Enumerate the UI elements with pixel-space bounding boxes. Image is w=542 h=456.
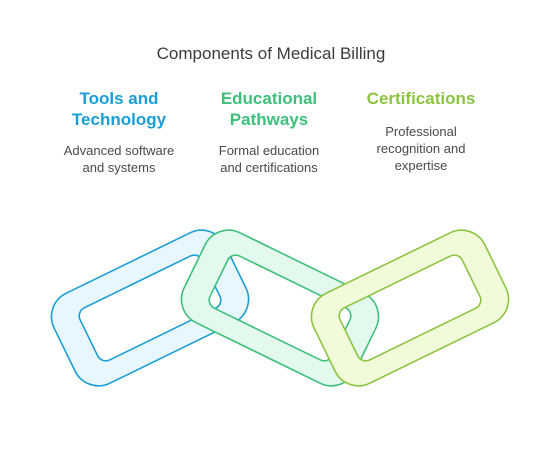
column-tools-and-technology: Tools and Technology Advanced software a… [44, 88, 194, 176]
education-description: Formal education and certifications [194, 142, 344, 176]
tools-description: Advanced software and systems [44, 142, 194, 176]
certifications-description-line-3: expertise [394, 158, 448, 173]
education-description-line-1: Formal education [218, 143, 320, 158]
certifications-description: Professional recognition and expertise [346, 123, 496, 174]
tools-heading-line-1: Tools and [79, 89, 159, 108]
certifications-heading-line-1: Certifications [366, 89, 476, 108]
tools-heading: Tools and Technology [44, 88, 194, 130]
education-heading: Educational Pathways [194, 88, 344, 130]
chain-link-certifications [310, 229, 510, 387]
certifications-heading: Certifications [346, 88, 496, 109]
column-certifications: Certifications Professional recognition … [346, 88, 496, 174]
certifications-description-line-2: recognition and [376, 141, 466, 156]
chain-link-education [180, 229, 380, 387]
education-description-line-2: and certifications [220, 160, 318, 175]
tools-description-line-1: Advanced software [63, 143, 175, 158]
education-heading-line-1: Educational [220, 89, 318, 108]
tools-heading-line-2: Technology [71, 110, 167, 129]
diagram-title: Components of Medical Billing [156, 44, 386, 63]
column-educational-pathways: Educational Pathways Formal education an… [194, 88, 344, 176]
tools-description-line-2: and systems [82, 160, 156, 175]
education-heading-line-2: Pathways [229, 110, 309, 129]
certifications-description-line-1: Professional [385, 124, 457, 139]
